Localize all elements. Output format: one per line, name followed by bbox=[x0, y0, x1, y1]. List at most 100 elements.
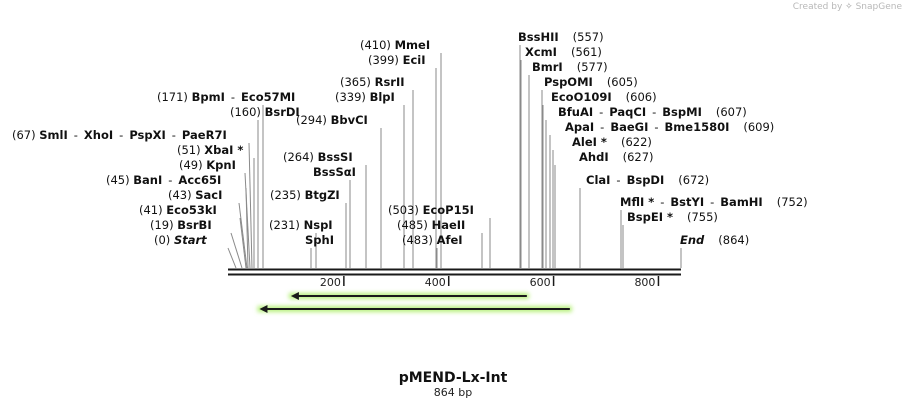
cut-site-label-sphi: SphI bbox=[305, 233, 334, 247]
cut-site-label-afei: (483) AfeI bbox=[402, 233, 463, 247]
cut-site-position: (231) bbox=[269, 218, 304, 232]
cut-site-label-nspi: (231) NspI bbox=[269, 218, 333, 232]
leader-line-smli bbox=[248, 142, 253, 269]
leader-line-bani bbox=[245, 187, 249, 269]
cut-site-label-blpi: (339) BlpI bbox=[335, 90, 395, 104]
label-separator: - bbox=[119, 128, 123, 142]
enzyme-name: MflI * bbox=[620, 195, 654, 209]
enzyme-name: BssSI bbox=[318, 150, 353, 164]
cut-site-label-bsssi: (264) BssSI bbox=[283, 150, 353, 164]
cut-site-label-mfli: MflI *-BstYI-BamHI(752) bbox=[620, 195, 808, 209]
enzyme-name: AhdI bbox=[579, 150, 609, 164]
cut-site-position: (607) bbox=[716, 105, 747, 119]
watermark-prefix: Created by bbox=[792, 2, 843, 12]
cut-site-position: (483) bbox=[402, 233, 437, 247]
cut-site-position: (41) bbox=[139, 203, 166, 217]
enzyme-name: BspMI bbox=[662, 105, 702, 119]
enzyme-name: RsrII bbox=[375, 75, 405, 89]
label-separator: - bbox=[168, 173, 172, 187]
cut-site-position: (577) bbox=[577, 60, 608, 74]
cut-site-labels: (410) MmeI(399) EciI(365) RsrII(171) Bpm… bbox=[12, 30, 808, 247]
feature-arrows bbox=[257, 292, 572, 313]
enzyme-name: XbaI * bbox=[204, 143, 243, 157]
enzyme-name: EcoO109I bbox=[551, 90, 612, 104]
cut-site-label-pspomi: PspOMI(605) bbox=[544, 75, 638, 89]
cut-site-label-btgzi: (235) BtgZI bbox=[270, 188, 340, 202]
cut-site-position: (755) bbox=[687, 210, 718, 224]
cut-site-position: (0) bbox=[154, 233, 174, 247]
cut-site-label-ecii: (399) EciI bbox=[368, 53, 426, 67]
cut-site-label-smli: (67) SmlI-XhoI-PspXI-PaeR7I bbox=[12, 128, 227, 142]
label-separator: - bbox=[660, 195, 664, 209]
cut-site-position: (235) bbox=[270, 188, 305, 202]
cut-site-position: (339) bbox=[335, 90, 370, 104]
cut-site-label-mmei: (410) MmeI bbox=[360, 38, 430, 52]
enzyme-name: BsrBI bbox=[177, 218, 211, 232]
label-separator: - bbox=[599, 105, 603, 119]
leader-line-bsrbi bbox=[230, 232, 243, 269]
cut-site-leader-lines bbox=[227, 45, 682, 269]
cut-site-position: (609) bbox=[743, 120, 774, 134]
cut-site-position: (503) bbox=[388, 203, 423, 217]
enzyme-name: BanI bbox=[133, 173, 162, 187]
cut-site-label-ecop15i: (503) EcoP15I bbox=[388, 203, 474, 217]
cut-site-label-bsrbi: (19) BsrBI bbox=[150, 218, 212, 232]
enzyme-name: KpnI bbox=[206, 158, 236, 172]
cut-site-label-xcmi: XcmI (561) bbox=[525, 45, 602, 59]
enzyme-name: BtgZI bbox=[305, 188, 340, 202]
cut-site-position: (365) bbox=[340, 75, 375, 89]
enzyme-name: SphI bbox=[305, 233, 334, 247]
enzyme-name: SacI bbox=[195, 188, 222, 202]
label-separator: - bbox=[600, 120, 604, 134]
cut-site-position: (410) bbox=[360, 38, 395, 52]
cut-site-label-alei: AleI *(622) bbox=[572, 135, 652, 149]
tick-label-800: 800 bbox=[634, 276, 655, 289]
tick-label-200: 200 bbox=[320, 276, 341, 289]
enzyme-name: BssHII bbox=[518, 30, 559, 44]
cut-site-label-kpni: (49) KpnI bbox=[179, 158, 236, 172]
cut-site-position: (561) bbox=[571, 45, 602, 59]
label-separator: - bbox=[654, 120, 658, 134]
cut-site-position: (45) bbox=[106, 173, 133, 187]
enzyme-name: Eco53kI bbox=[166, 203, 217, 217]
enzyme-name: Acc65I bbox=[178, 173, 221, 187]
enzyme-name: BspDI bbox=[627, 173, 665, 187]
label-separator: - bbox=[231, 90, 235, 104]
enzyme-name: BfuAI bbox=[558, 105, 593, 119]
enzyme-name: XcmI bbox=[525, 45, 557, 59]
enzyme-name: ApaI bbox=[565, 120, 594, 134]
cut-site-position: (19) bbox=[150, 218, 177, 232]
cut-site-position: (605) bbox=[607, 75, 638, 89]
cut-site-label-saci: (43) SacI bbox=[168, 188, 222, 202]
cut-site-label-apai: ApaI-BaeGI-Bme1580I(609) bbox=[565, 120, 774, 134]
cut-site-position: (606) bbox=[626, 90, 657, 104]
enzyme-name: NspI bbox=[304, 218, 333, 232]
enzyme-name: BpmI bbox=[192, 90, 225, 104]
cut-site-label-end: End(864) bbox=[680, 233, 749, 247]
tick-label-400: 400 bbox=[425, 276, 446, 289]
cut-site-label-bfuai: BfuAI-PaqCI-BspMI(607) bbox=[558, 105, 747, 119]
cut-site-label-rsrii: (365) RsrII bbox=[340, 75, 405, 89]
enzyme-name: Start bbox=[174, 233, 207, 247]
enzyme-name: PspXI bbox=[129, 128, 165, 142]
cut-site-position: (67) bbox=[12, 128, 39, 142]
cut-site-label-haeii: (485) HaeII bbox=[397, 218, 465, 232]
feature-arrowhead-icon bbox=[290, 292, 299, 300]
watermark-brand: SnapGene bbox=[855, 2, 902, 12]
enzyme-name: SmlI bbox=[39, 128, 68, 142]
enzyme-name: BssSαI bbox=[313, 165, 356, 179]
label-separator: - bbox=[710, 195, 714, 209]
label-separator: - bbox=[172, 128, 176, 142]
label-separator: - bbox=[652, 105, 656, 119]
cut-site-label-ahdi: AhdI(627) bbox=[579, 150, 654, 164]
cut-site-position: (399) bbox=[368, 53, 403, 67]
cut-site-label-bmri: BmrI(577) bbox=[532, 60, 608, 74]
enzyme-name: Bme1580I bbox=[665, 120, 730, 134]
cut-site-label-clai: ClaI-BspDI(672) bbox=[586, 173, 709, 187]
enzyme-name: XhoI bbox=[84, 128, 113, 142]
cut-site-label-bsss-i: BssSαI bbox=[313, 165, 356, 179]
enzyme-name: BlpI bbox=[370, 90, 395, 104]
enzyme-name: End bbox=[680, 233, 705, 247]
